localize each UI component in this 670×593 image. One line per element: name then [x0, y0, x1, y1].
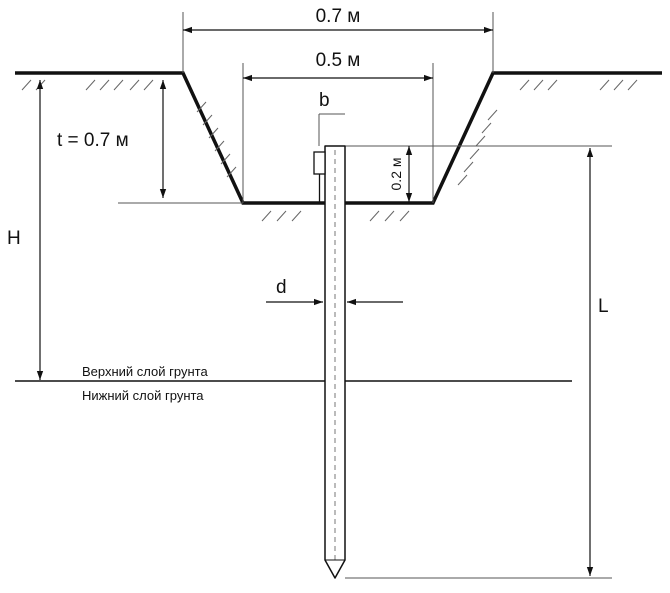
extension-lines [118, 12, 612, 579]
upper-soil-label: Верхний слой грунта [82, 364, 208, 379]
lower-soil-label: Нижний слой грунта [82, 388, 204, 403]
electrode-length-label: L [598, 296, 609, 317]
dimension-lines [36, 26, 594, 576]
top-width-label: 0.7 м [316, 6, 361, 27]
strip-height-label: 0.2 м [388, 158, 404, 191]
ground-hatching [21, 79, 638, 222]
strip-width-label: b [319, 90, 330, 111]
diameter-label: d [276, 277, 287, 298]
connecting-strip [313, 151, 326, 175]
bottom-width-label: 0.5 м [316, 50, 361, 71]
electrode-rod [324, 145, 346, 579]
total-depth-label: H [7, 228, 21, 249]
trench-depth-label: t = 0.7 м [57, 130, 129, 151]
